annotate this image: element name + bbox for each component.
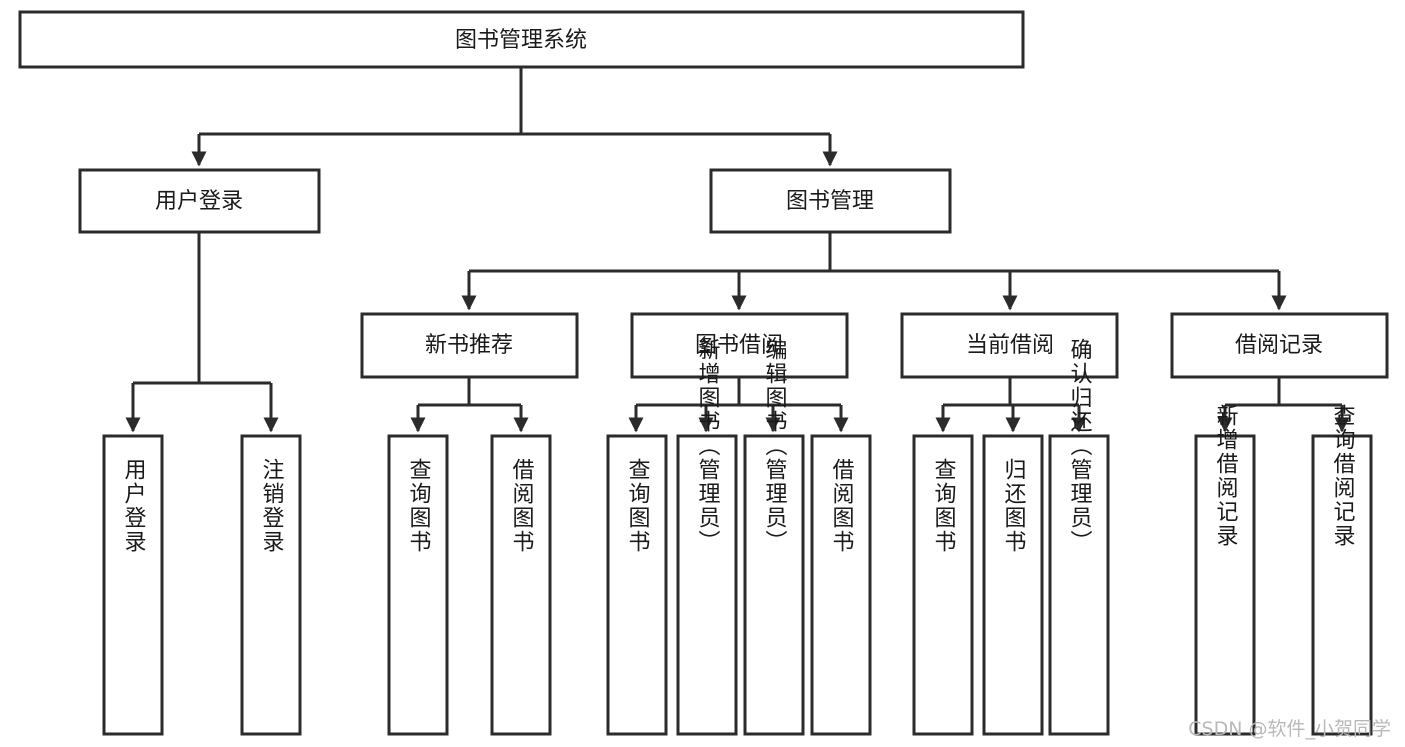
leaf-borrow-edit-book[interactable]: 编辑图书（管理员） bbox=[743, 338, 805, 736]
leaf-borrow-borrow-book-label: 借阅图书 bbox=[829, 458, 855, 554]
leaf-records-query-label: 查询借阅记录 bbox=[1330, 404, 1356, 548]
leaf-user-login-logout[interactable]: 注销登录 bbox=[240, 434, 302, 736]
leaf-user-login-login-label: 用户登录 bbox=[121, 458, 147, 554]
node-book-borrow-label: 图书借阅 bbox=[695, 333, 783, 358]
node-book-borrow[interactable]: 图书借阅 bbox=[630, 312, 849, 379]
node-user-login[interactable]: 用户登录 bbox=[78, 168, 321, 234]
leaf-borrow-borrow-book[interactable]: 借阅图书 bbox=[810, 434, 872, 736]
leaf-current-confirm-return-label: 确认归还（管理员） bbox=[1067, 338, 1093, 554]
leaf-current-query[interactable]: 查询图书 bbox=[912, 434, 974, 736]
connector-userlogin-to-leaves bbox=[125, 232, 279, 433]
node-new-book-recommend-label: 新书推荐 bbox=[425, 333, 513, 358]
leaf-new-book-query[interactable]: 查询图书 bbox=[387, 434, 449, 736]
leaf-current-confirm-return[interactable]: 确认归还（管理员） bbox=[1048, 338, 1110, 736]
node-new-book-recommend[interactable]: 新书推荐 bbox=[360, 312, 579, 379]
leaf-new-book-borrow-label: 借阅图书 bbox=[509, 458, 535, 554]
connector-newbook-to-leaves bbox=[410, 377, 529, 433]
leaf-current-query-label: 查询图书 bbox=[931, 458, 957, 554]
leaf-borrow-query[interactable]: 查询图书 bbox=[606, 434, 668, 736]
connector-bookmgmt-to-level3 bbox=[461, 232, 1287, 311]
node-user-login-label: 用户登录 bbox=[155, 189, 243, 214]
node-book-management-label: 图书管理 bbox=[786, 189, 874, 214]
leaf-borrow-add-book[interactable]: 新增图书（管理员） bbox=[676, 338, 738, 736]
connector-borrow-to-leaves bbox=[628, 377, 849, 433]
connector-current-to-leaves bbox=[935, 377, 1087, 433]
leaf-records-add-label: 新增借阅记录 bbox=[1213, 404, 1239, 548]
connector-root-to-level2 bbox=[191, 67, 838, 167]
leaf-user-login-login[interactable]: 用户登录 bbox=[102, 434, 164, 736]
node-borrow-records-label: 借阅记录 bbox=[1235, 333, 1323, 358]
connector-records-to-leaves bbox=[1217, 377, 1350, 433]
leaf-user-login-logout-label: 注销登录 bbox=[259, 458, 285, 554]
leaf-new-book-query-label: 查询图书 bbox=[406, 458, 432, 554]
leaf-records-query[interactable]: 查询借阅记录 bbox=[1311, 404, 1373, 736]
leaf-new-book-borrow[interactable]: 借阅图书 bbox=[490, 434, 552, 736]
leaf-borrow-add-book-label: 新增图书（管理员） bbox=[695, 338, 721, 554]
node-current-borrow-label: 当前借阅 bbox=[966, 333, 1054, 358]
node-root-label: 图书管理系统 bbox=[455, 28, 587, 53]
leaf-current-return-label: 归还图书 bbox=[1001, 458, 1027, 554]
leaf-borrow-edit-book-label: 编辑图书（管理员） bbox=[762, 338, 788, 554]
node-borrow-records[interactable]: 借阅记录 bbox=[1170, 312, 1389, 379]
leaf-records-add[interactable]: 新增借阅记录 bbox=[1194, 404, 1256, 736]
node-book-management[interactable]: 图书管理 bbox=[709, 168, 952, 234]
leaf-borrow-query-label: 查询图书 bbox=[625, 458, 651, 554]
leaf-current-return[interactable]: 归还图书 bbox=[982, 434, 1044, 736]
node-root[interactable]: 图书管理系统 bbox=[18, 10, 1025, 69]
node-current-borrow[interactable]: 当前借阅 bbox=[900, 312, 1119, 379]
